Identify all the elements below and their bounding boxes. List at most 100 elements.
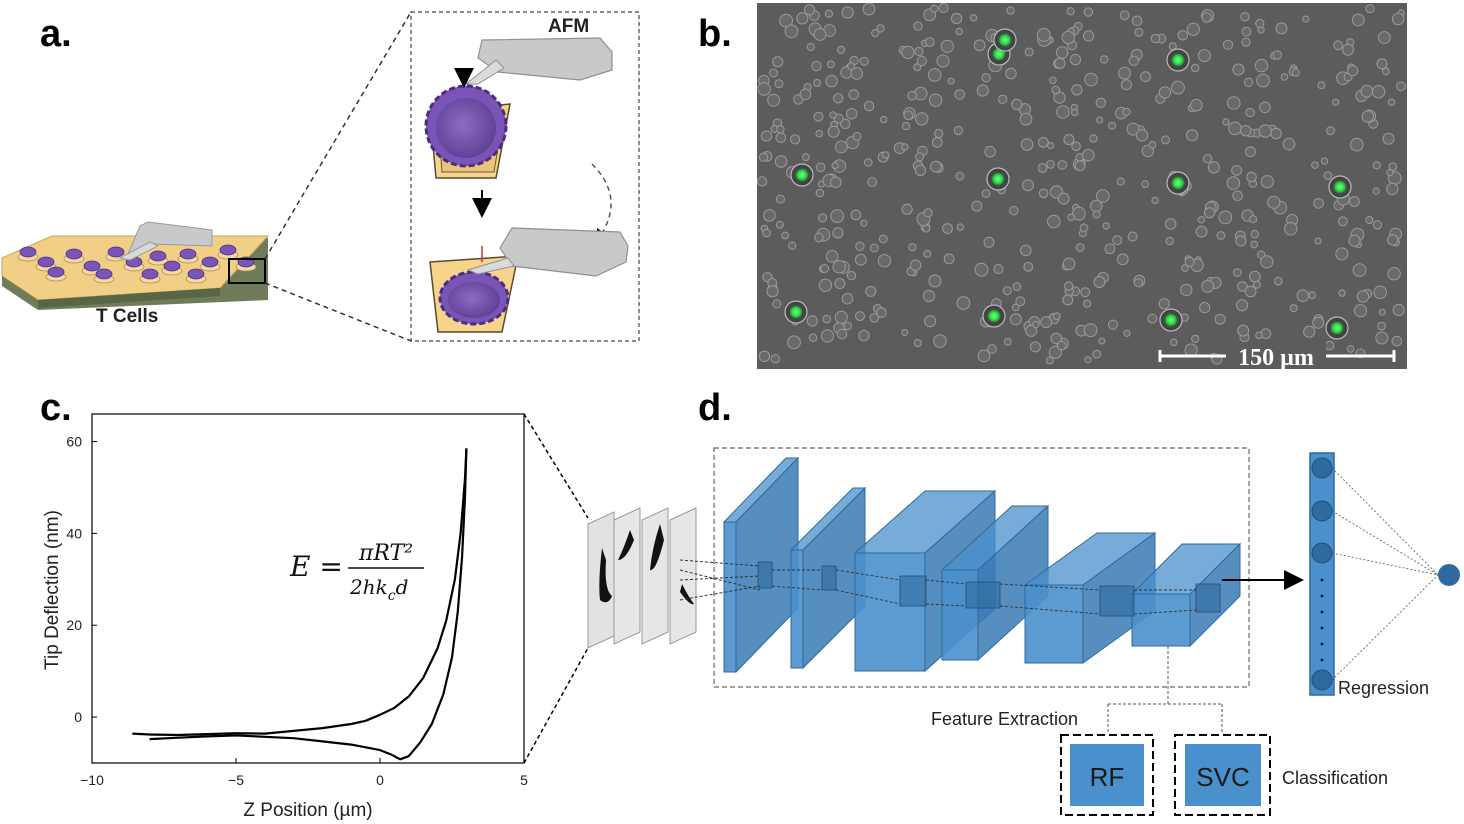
micro-cell [1333,40,1343,51]
cnn-link [999,583,1101,591]
micro-cell [1237,324,1250,337]
cnn-link [835,589,901,605]
micro-cell [1282,137,1296,151]
micro-cell [953,125,964,136]
equation-numerator: πRT² [358,541,413,566]
micro-cell [848,89,860,100]
micro-cell [1051,85,1061,95]
micro-cell [1201,12,1212,23]
micro-cell [1267,195,1281,209]
micro-cell [1231,165,1242,176]
micro-cell [865,285,877,297]
micro-cell [1158,298,1170,310]
micro-cell [1227,96,1241,110]
micro-cell [915,152,924,162]
micro-cell [834,278,846,289]
micro-cell [1346,345,1355,353]
cnn-layers [722,456,1242,674]
input-image [641,507,669,645]
micro-cell [1005,67,1017,80]
micro-cell [1116,253,1129,266]
micro-cell [1378,31,1391,44]
micro-cell [1352,263,1367,278]
micrograph-cells [757,2,1406,366]
afm-indent [429,227,629,333]
fluorescent-cell [790,163,814,187]
micro-cell [1387,234,1399,246]
retract-arrow [591,163,612,245]
substrate-cell [63,248,85,264]
micro-cell [824,9,834,18]
micro-cell [825,74,838,88]
micro-cell [770,354,780,364]
micro-cell [833,113,844,124]
micro-cell [1249,270,1261,283]
micro-cell [757,176,768,187]
micro-cell [1320,157,1329,165]
zoom-line-bottom [264,282,412,342]
micro-cell [846,108,858,120]
micro-cell [1047,142,1055,150]
micro-cell [1180,283,1193,297]
micro-cell [1019,112,1033,126]
micro-cell [1372,220,1383,230]
micro-cell [1203,207,1216,219]
micro-cell [796,12,809,25]
micro-cell [1181,264,1189,273]
micro-cell [923,208,933,218]
micro-cell [1071,108,1079,117]
micro-cell [1381,67,1390,76]
micro-cell [956,223,964,231]
feature-connectors [1107,646,1223,734]
micro-cell [1237,281,1248,292]
micro-cell [1254,58,1269,73]
micro-cell [1311,161,1319,169]
micro-cell [955,171,965,181]
micro-cell [922,289,936,303]
micro-cell [841,6,854,19]
micro-cell [1338,216,1348,227]
scale-bar: 150 µm [1158,342,1396,371]
svc-label: SVC [1196,762,1249,792]
micro-cell [1361,110,1375,123]
cnn-kernel [757,561,773,589]
micro-cell [806,315,818,327]
micro-cell [1233,268,1242,277]
micro-cell [1396,81,1406,92]
micro-cell [781,231,789,240]
y-axis-label: Tip Deflection (nm) [42,510,63,670]
micro-cell [955,27,963,36]
micro-cell [1072,206,1086,221]
micro-cell [1023,262,1034,272]
micro-cell [1134,27,1144,37]
micro-cell [1373,285,1387,300]
micro-cell [1064,281,1074,291]
micro-cell [1009,206,1019,216]
micro-cell [855,241,865,252]
micro-cell [1040,316,1053,329]
x-tick-label: 5 [520,772,528,788]
micro-cell [969,14,978,22]
micro-cell [1377,321,1386,331]
input-image-stack [587,507,697,649]
micro-cell [1032,321,1040,329]
micro-cell [1376,58,1388,70]
substrate-cell [199,256,221,272]
substrate-cell [185,268,207,284]
micro-cell [820,264,830,273]
micro-cell [1270,127,1282,140]
y-tick-label: 60 [66,434,82,450]
micro-cell [1071,141,1081,152]
micro-cell [1207,161,1221,174]
micro-cell [847,62,856,71]
young-modulus-equation: E = πRT² 2hkcd [289,541,424,604]
micro-cell [1075,243,1085,252]
micro-cell [971,200,983,212]
micro-cell [843,321,852,331]
micro-cell [1022,179,1034,192]
micro-cell [1161,135,1170,145]
micro-cell [1323,171,1333,180]
micro-cell [1056,105,1070,119]
micro-cell [878,234,888,244]
micro-cell [1275,22,1288,35]
